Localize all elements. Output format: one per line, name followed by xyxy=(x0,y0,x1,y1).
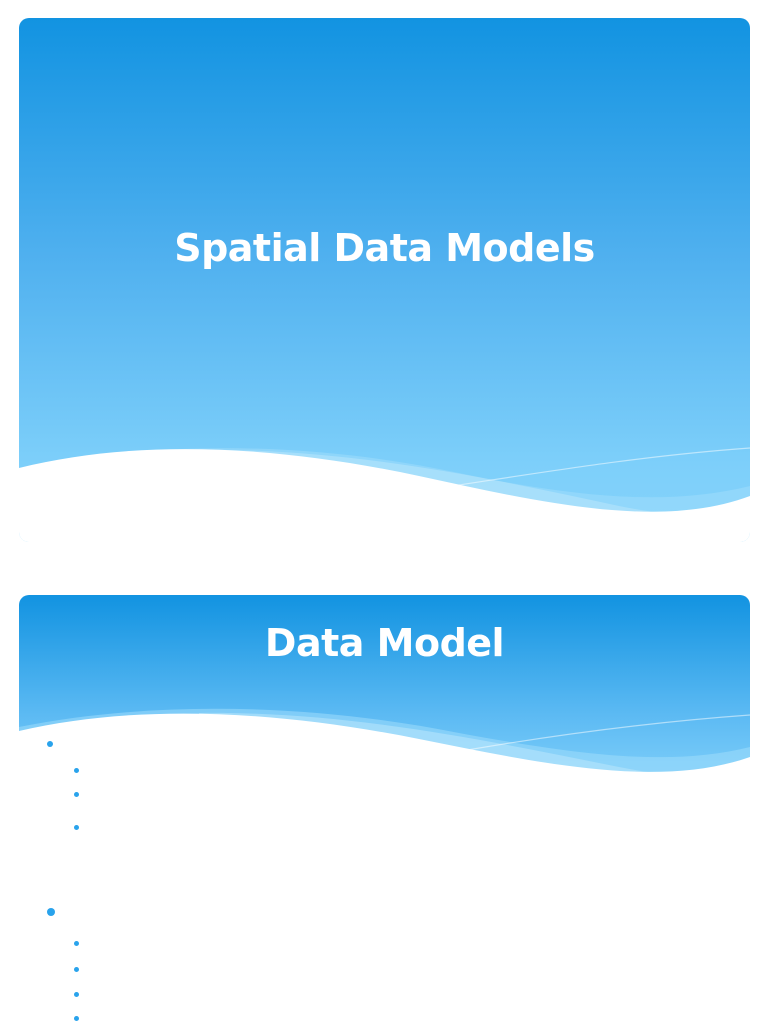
bullet-level2 xyxy=(74,825,79,830)
bullet-level2 xyxy=(74,967,79,972)
bullet-level2 xyxy=(74,1016,79,1021)
slide-header-background xyxy=(19,595,750,1024)
bullet-level2 xyxy=(74,992,79,997)
bullet-level2 xyxy=(74,941,79,946)
slide-title: Spatial Data Models xyxy=(174,226,595,270)
bullet-level2 xyxy=(74,768,79,773)
slide-background xyxy=(19,18,750,542)
slide-data-model: Data Model xyxy=(19,595,750,1024)
slide-title-page: Spatial Data Models xyxy=(19,18,750,542)
bullet-level2 xyxy=(74,792,79,797)
slide-title: Data Model xyxy=(264,621,505,665)
bullet-level1 xyxy=(47,741,53,747)
bullet-level1 xyxy=(47,908,55,916)
